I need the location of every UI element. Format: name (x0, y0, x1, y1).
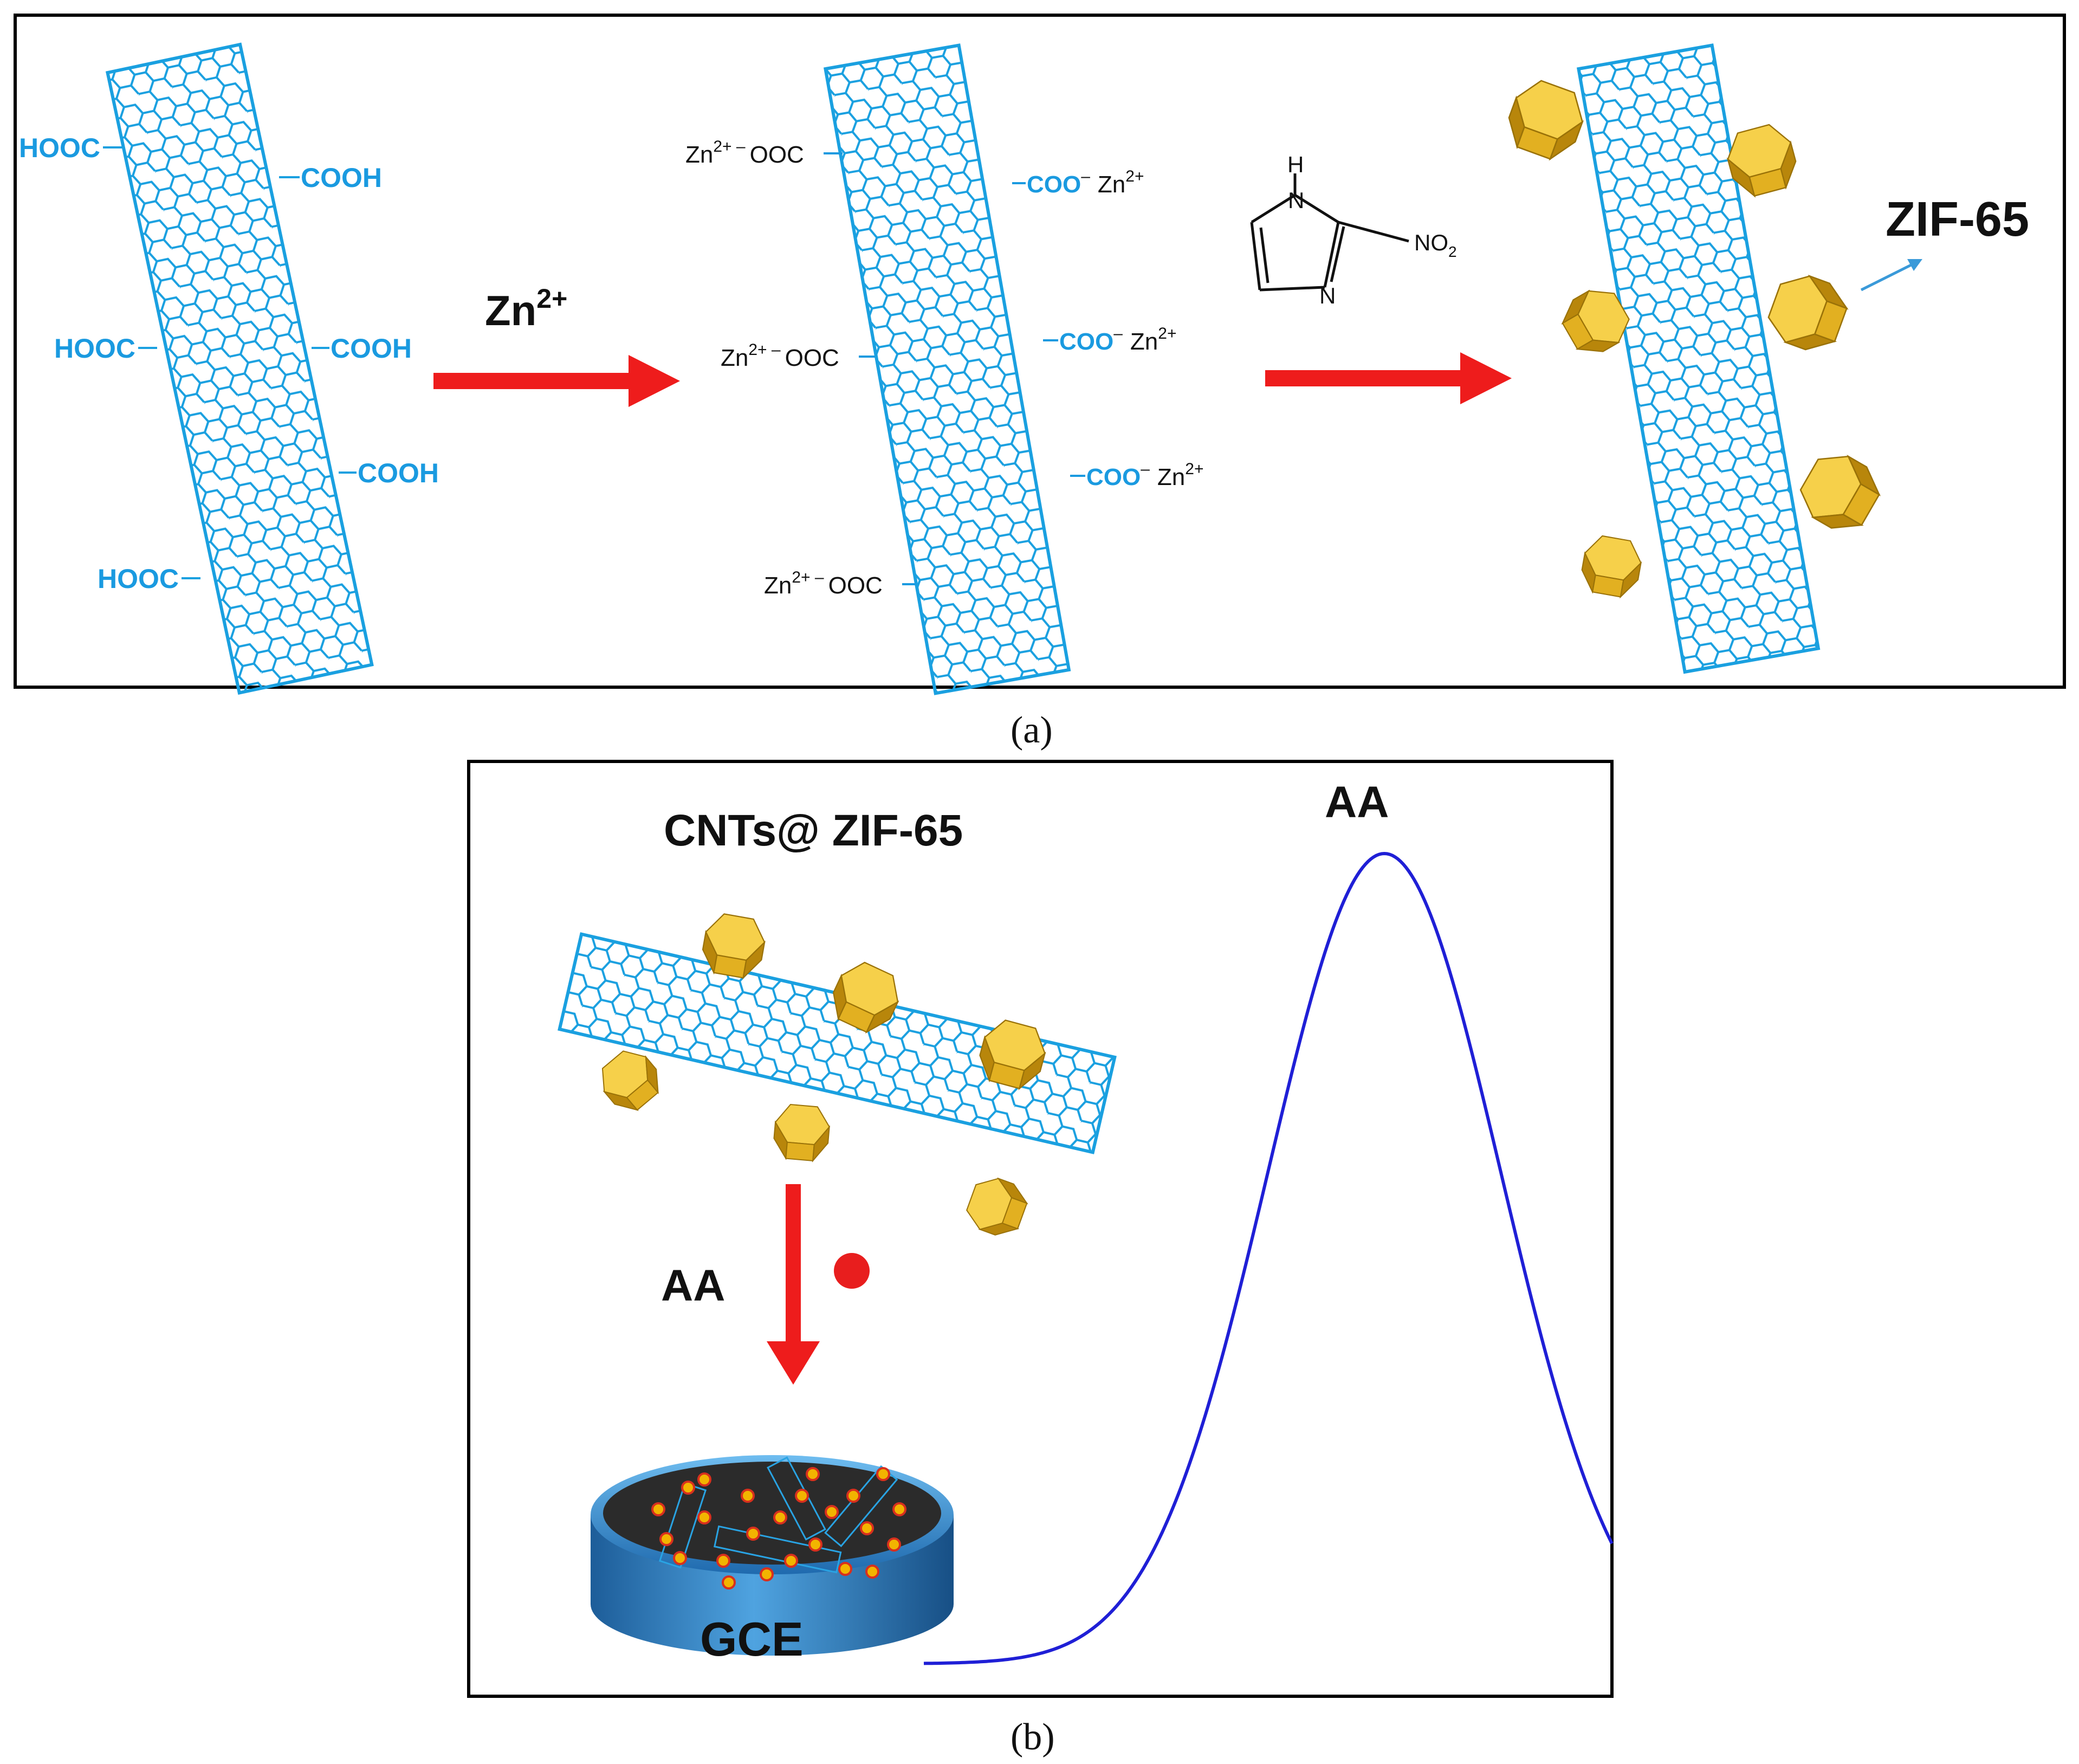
tube1-right-group-2: COOH (331, 333, 412, 364)
electrode-particle (659, 1532, 673, 1546)
svg-text:Zn2+: Zn2+ (485, 283, 567, 334)
zif-65-crystal (702, 913, 766, 980)
tube2-left-label-3: Zn2+ –OOC (764, 568, 883, 599)
molecule-h-label: H (1287, 152, 1304, 177)
zif-65-crystal (1581, 535, 1642, 599)
aa-arrow-label: AA (661, 1261, 725, 1310)
electrode-particle (887, 1537, 901, 1552)
gce-label: GCE (700, 1612, 804, 1666)
zif-65-crystal (966, 1177, 1028, 1236)
tube2-right-label-2: COO–Zn2+ (1059, 325, 1177, 355)
tube2-left-label-2: Zn2+ –OOC (721, 341, 839, 371)
electrode-surface-particles (651, 1467, 906, 1589)
zif-65-crystal (979, 1019, 1046, 1090)
product-pointer-head (1907, 259, 1922, 271)
composite-label: CNTs@ ZIF-65 (664, 806, 963, 855)
zif-65-crystal (1508, 80, 1584, 161)
zif-65-crystal (1767, 274, 1849, 351)
reaction-arrow-2 (1265, 352, 1512, 404)
panel-b-frame (467, 760, 1614, 1698)
electrode-particle (722, 1575, 736, 1589)
nitroimidazole-molecule (1250, 173, 1409, 292)
tube1-left-group-1: HOOC (19, 133, 100, 163)
peak-label: AA (1325, 778, 1389, 827)
tube1-left-group-3: HOOC (98, 564, 179, 594)
zif-65-crystal (1726, 124, 1797, 198)
aa-oxidation-peak-curve (923, 851, 1614, 1665)
tube1-right-group-1: COOH (301, 163, 382, 193)
electrode-particle (808, 1537, 822, 1552)
electrode-particle (681, 1481, 695, 1495)
zif-65-crystal (1561, 289, 1630, 352)
carbon-nanotube-2 (823, 43, 1071, 695)
electrode-particle (651, 1502, 665, 1516)
tube2-left-label-1: Zn2+ –OOC (685, 138, 804, 168)
tube2-right-label-1: COO–Zn2+ (1027, 167, 1144, 198)
zif-65-crystal (773, 1103, 830, 1162)
panel-a-caption: (a) (1011, 709, 1053, 751)
zn-ion-label: Zn (485, 287, 536, 334)
zn-ion-charge: 2+ (536, 283, 567, 314)
electrode-particle (746, 1527, 760, 1541)
molecule-n-label-bottom: N (1319, 283, 1336, 308)
electrode-particle (760, 1567, 774, 1581)
zif-65-crystal (832, 961, 899, 1034)
gce-electrode: GCE (591, 1455, 954, 1666)
carbon-nanotube-1 (105, 42, 374, 695)
zif-65-label: ZIF-65 (1886, 192, 2029, 247)
carbon-nanotube-3 (1576, 43, 1821, 674)
tube1-right-group-3: COOH (358, 458, 439, 488)
panel-a-frame (14, 14, 2066, 689)
electrode-particle (806, 1467, 820, 1481)
aa-downward-arrow (767, 1184, 820, 1385)
tube2-right-label-3: COO–Zn2+ (1086, 460, 1204, 490)
zif-65-crystals-on-composite (601, 913, 1046, 1236)
reaction-arrow-1 (433, 355, 680, 407)
electrode-particle (773, 1510, 787, 1524)
electrode-particle (741, 1489, 755, 1503)
zif-65-crystal (601, 1050, 659, 1111)
electrode-particle (795, 1489, 809, 1503)
electrode-particle (716, 1554, 730, 1568)
electrode-particle (825, 1505, 839, 1519)
electrode-particle (865, 1565, 879, 1579)
panel-b-caption: (b) (1011, 1716, 1055, 1758)
electrode-particle (784, 1554, 798, 1568)
tube1-left-group-2: HOOC (54, 333, 135, 364)
electrode-particle (673, 1551, 687, 1565)
electrode-particle (892, 1502, 906, 1516)
molecule-n-label-top: N (1288, 188, 1304, 213)
electrode-particle (697, 1472, 711, 1487)
zif-65-crystal (1799, 455, 1881, 529)
electrode-particle (697, 1510, 711, 1524)
ascorbic-acid-molecule-dot (834, 1253, 870, 1289)
electrode-particle (876, 1467, 890, 1481)
molecule-nitro-label: NO2 (1414, 230, 1457, 260)
electrode-particle (846, 1489, 860, 1503)
electrode-particle (860, 1521, 874, 1535)
product-pointer-arrow (1860, 261, 1916, 292)
electrode-particle (838, 1562, 852, 1576)
zif-65-crystals (1508, 80, 1881, 599)
